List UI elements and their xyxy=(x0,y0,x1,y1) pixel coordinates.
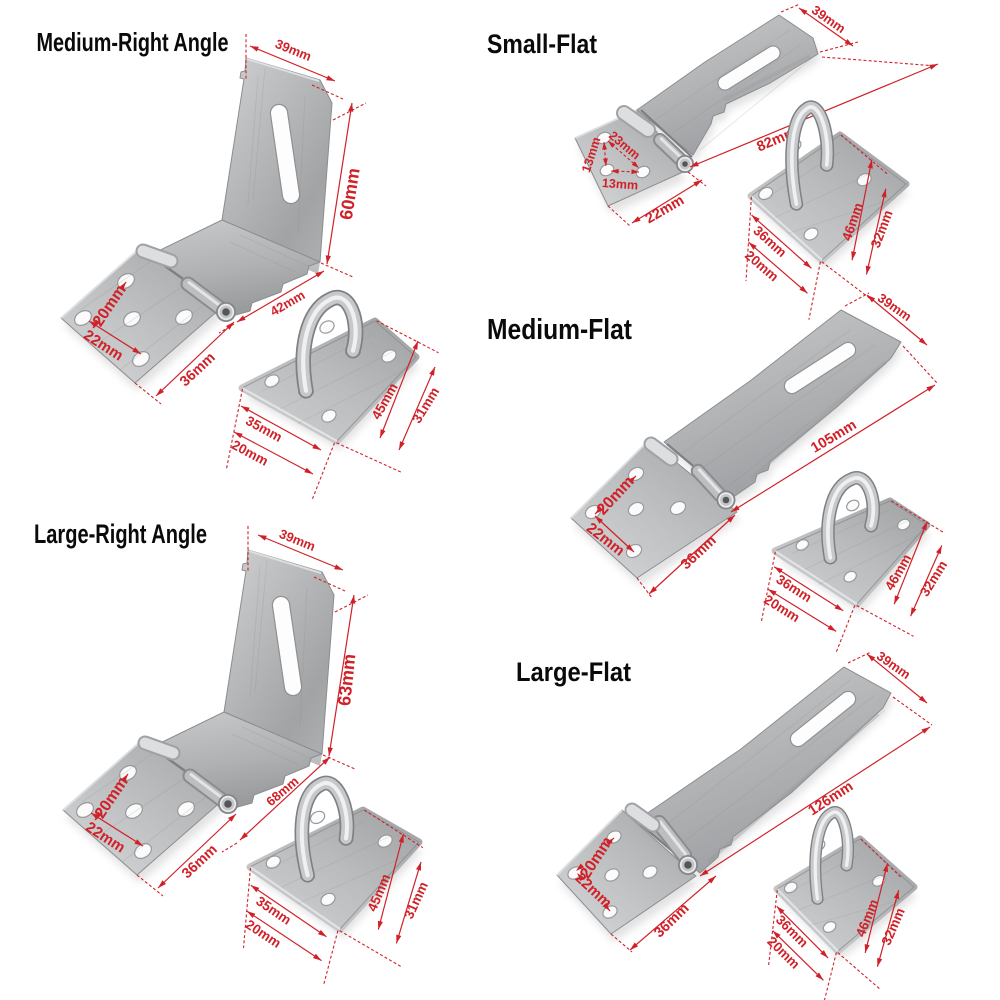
svg-text:Medium-Flat: Medium-Flat xyxy=(487,314,632,346)
svg-text:13mm: 13mm xyxy=(602,176,639,192)
svg-text:Large-Flat: Large-Flat xyxy=(516,657,631,687)
svg-text:Medium-Right Angle: Medium-Right Angle xyxy=(37,27,229,57)
svg-text:Small-Flat: Small-Flat xyxy=(487,29,597,59)
svg-text:Large-Right Angle: Large-Right Angle xyxy=(34,519,207,549)
